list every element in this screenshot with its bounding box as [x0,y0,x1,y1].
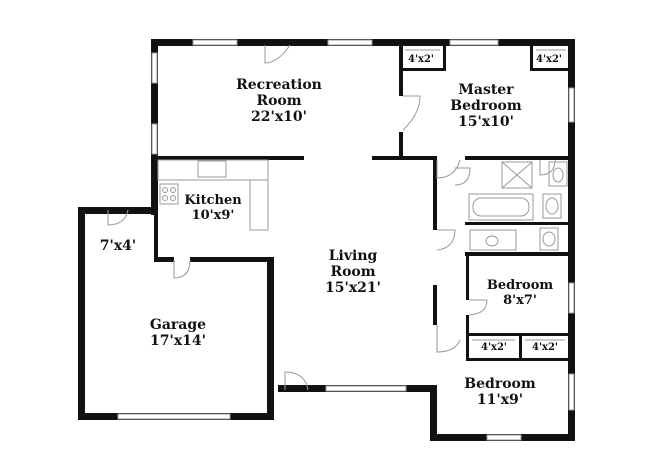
interior-walls [154,42,572,361]
windows [117,39,575,441]
bathtub-icon [468,193,534,221]
master-bedroom-size: 15'x10' [458,114,514,130]
shower-icon [501,161,533,189]
kitchen-counter [157,159,269,181]
recreation-room-name-1: Recreation [236,77,322,93]
garage-size: 17'x14' [150,333,206,349]
kitchen-sink-icon [197,160,227,178]
master-bedroom-name-2: Bedroom [450,98,522,114]
hall-vanity-icon [469,229,517,251]
master-vanity-icon [548,161,568,187]
living-room-name-1: Living [329,248,378,264]
closet-label-bedroom-right: 4'x2' [532,342,558,353]
closet-label-master-left: 4'x2' [408,54,434,65]
hall-toilet-icon [539,227,559,251]
closet-label-master-right: 4'x2' [536,54,562,65]
bedroom2-name: Bedroom [487,278,554,293]
living-room-size: 15'x21' [325,280,381,296]
fixtures [157,49,568,341]
master-bedroom-name-1: Master [458,82,514,98]
entry-size: 7'x4' [100,238,136,254]
closet-labels: 4'x2' 4'x2' 4'x2' 4'x2' [408,54,562,353]
recreation-room-size: 22'x10' [251,109,307,125]
kitchen-name: Kitchen [184,193,242,208]
recreation-room-name-2: Room [256,93,301,109]
closet-label-bedroom-left: 4'x2' [481,342,507,353]
bedroom2-size: 8'x7' [503,293,537,308]
kitchen-counter-right [249,179,269,231]
doors [107,44,556,391]
stove-icon [159,183,179,205]
kitchen-size: 10'x9' [192,208,235,223]
room-labels: Recreation Room 22'x10' Master Bedroom 1… [100,77,554,408]
bedroom3-name: Bedroom [464,376,536,392]
bedroom3-size: 11'x9' [477,392,523,408]
garage-name: Garage [150,317,206,333]
living-room-name-2: Room [330,264,375,280]
toilet-icon [542,193,562,219]
